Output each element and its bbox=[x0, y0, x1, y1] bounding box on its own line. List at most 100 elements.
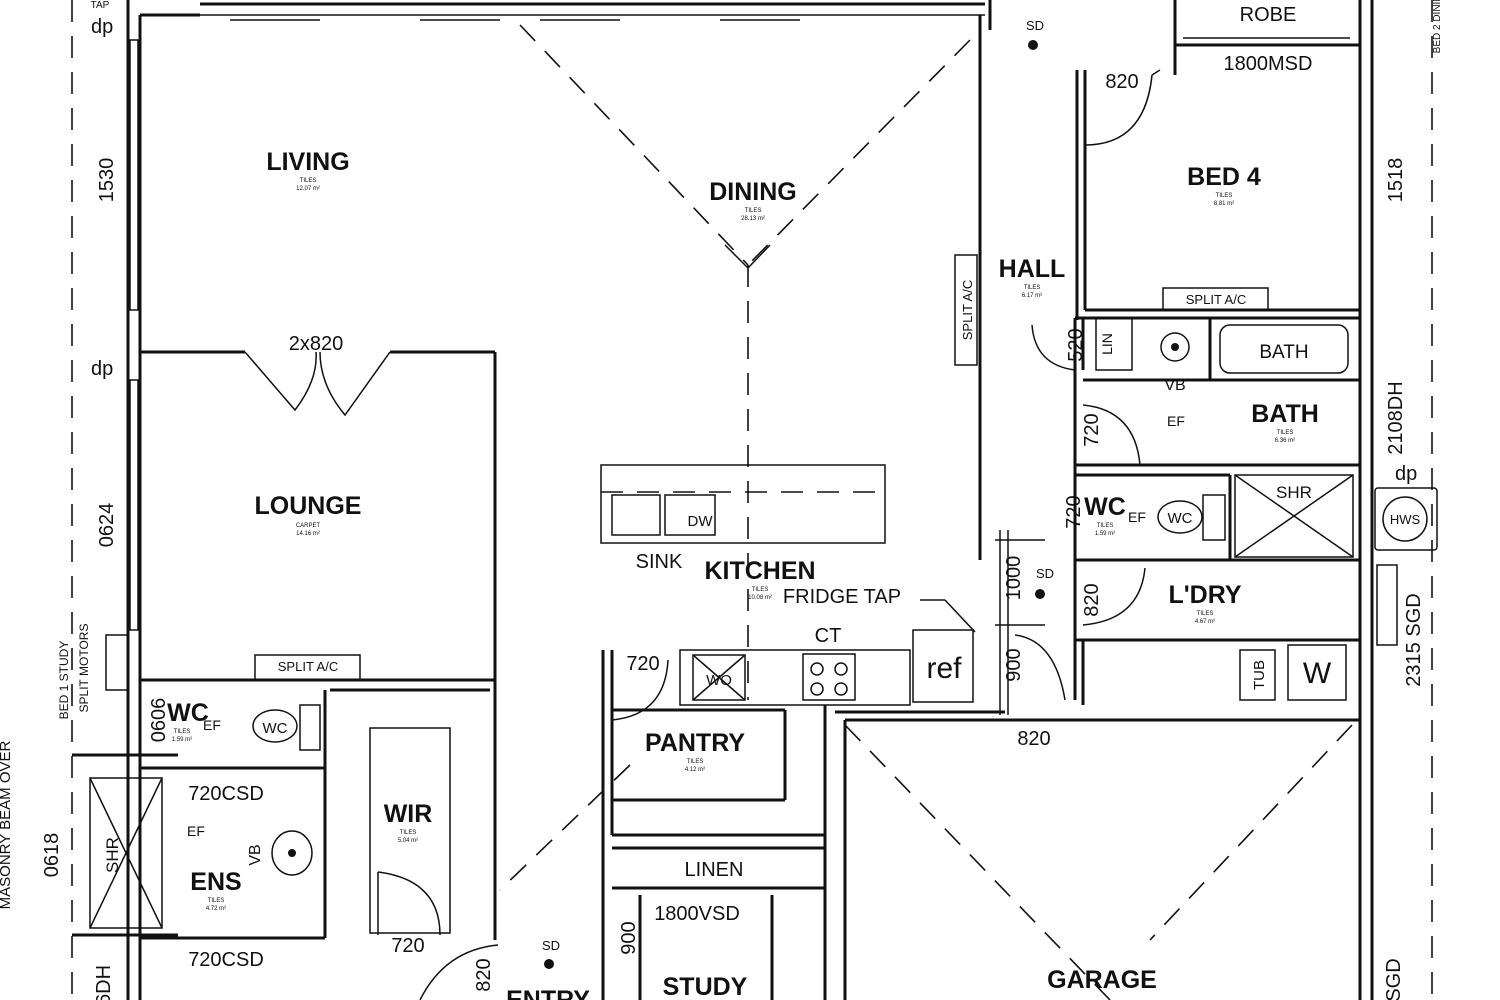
smoke-detector-entry bbox=[544, 959, 554, 969]
ensuite-basin bbox=[271, 830, 313, 876]
dim-pantry-door: 720 bbox=[626, 653, 659, 675]
label-refrigerator: ref bbox=[926, 652, 962, 685]
dim-wir-door: 720 bbox=[391, 935, 424, 957]
label-vanity-ensuite: VB bbox=[247, 844, 264, 865]
dim-garage-internal-door: 820 bbox=[1017, 728, 1050, 750]
area-hall: 6.17 m² bbox=[1022, 293, 1042, 299]
outer-walls bbox=[105, 0, 1374, 1000]
cooktop bbox=[802, 653, 856, 701]
note-smoke-hall: SD bbox=[1026, 18, 1044, 33]
refrigerator bbox=[912, 629, 974, 703]
split-ac-hall-unit bbox=[954, 254, 978, 366]
dim-lounge-doors: 2x820 bbox=[289, 333, 344, 355]
dim-bed4-door: 820 bbox=[1105, 71, 1138, 93]
label-bathtub: BATH bbox=[1259, 342, 1308, 363]
finish-laundry: TILES bbox=[1197, 611, 1214, 617]
laundry-tub bbox=[1239, 649, 1276, 701]
area-ensuite: 4.72 m² bbox=[206, 906, 226, 912]
label-sink: SINK bbox=[636, 551, 683, 573]
room-entry: ENTRY bbox=[506, 986, 590, 1000]
label-linen-cupboard: LIN bbox=[1099, 333, 1115, 355]
area-living: 12.07 m² bbox=[296, 186, 320, 192]
finish-lounge: CARPET bbox=[296, 523, 321, 529]
finish-wir: TILES bbox=[400, 830, 417, 836]
note-split-motors: SPLIT MOTORS bbox=[77, 624, 91, 713]
dim-bath-door: 720 bbox=[1081, 413, 1103, 446]
bath-shower bbox=[1234, 474, 1354, 558]
finish-bed4: TILES bbox=[1216, 193, 1233, 199]
finish-hall: TILES bbox=[1024, 285, 1041, 291]
dim-garage-door: SGD bbox=[1383, 958, 1405, 1000]
ensuite-toilet bbox=[252, 709, 298, 743]
hot-water-system bbox=[1374, 487, 1438, 551]
room-linen: LINEN bbox=[685, 859, 744, 881]
area-bath: 6.36 m² bbox=[1275, 438, 1295, 444]
area-pantry: 4.12 m² bbox=[685, 767, 705, 773]
label-dishwasher: DW bbox=[688, 513, 714, 530]
bathtub bbox=[1219, 324, 1349, 374]
bath-basin bbox=[1160, 332, 1190, 362]
finish-kitchen: TILES bbox=[752, 587, 769, 593]
wet-area-walls bbox=[995, 0, 1438, 715]
note-dp-lounge: dp bbox=[91, 358, 113, 380]
pantry-walls bbox=[419, 650, 827, 1000]
dim-ensuite-wc-door: 720CSD bbox=[188, 783, 264, 805]
room-pantry: PANTRY bbox=[645, 729, 745, 757]
dim-entry-door: 820 bbox=[473, 958, 495, 991]
label-shower-bath: SHR bbox=[1276, 483, 1312, 502]
dim-laundry-internal-door: 820 bbox=[1081, 583, 1103, 616]
note-dp-right: dp bbox=[1395, 463, 1417, 485]
sliding-door-laundry bbox=[1376, 564, 1398, 646]
dim-laundry-door: 2315 SGD bbox=[1403, 593, 1425, 686]
wc-toilet bbox=[1157, 500, 1203, 534]
dim-ensuite-wc-window: 0606 bbox=[148, 698, 170, 743]
dim-linen-door: 520 bbox=[1065, 328, 1087, 361]
finish-wc-ensuite: TILES bbox=[174, 729, 191, 735]
label-vanity-bath: VB bbox=[1164, 377, 1185, 394]
label-split-hall: SPLIT A/C bbox=[960, 280, 975, 340]
smoke-detector-hall bbox=[1028, 40, 1038, 50]
dim-study-door: 900 bbox=[618, 921, 640, 954]
room-laundry: L'DRY bbox=[1168, 581, 1241, 609]
kitchen-fixtures bbox=[600, 464, 976, 706]
label-exhaust-bath: EF bbox=[1167, 413, 1185, 429]
label-washer: W bbox=[1303, 657, 1332, 690]
label-cooktop: CT bbox=[815, 625, 842, 647]
room-study: STUDY bbox=[663, 973, 748, 1000]
room-living: LIVING bbox=[266, 148, 349, 176]
dim-hall-1000: 1000 bbox=[1003, 556, 1025, 601]
split-ac-bed4-unit bbox=[1162, 287, 1269, 311]
wall-oven bbox=[692, 654, 746, 701]
finish-wc-main: TILES bbox=[1097, 523, 1114, 529]
finish-dining: TILES bbox=[745, 208, 762, 214]
ensuite-shower bbox=[89, 777, 163, 929]
area-wc-main: 1.59 m² bbox=[1095, 531, 1115, 537]
room-dining: DINING bbox=[709, 178, 797, 206]
dim-lounge-window: 0624 bbox=[96, 503, 118, 548]
washing-machine bbox=[1287, 644, 1347, 701]
smoke-detector-lower-hall bbox=[1035, 589, 1045, 599]
kitchen-island bbox=[600, 464, 886, 544]
room-lounge: LOUNGE bbox=[255, 492, 362, 520]
room-wc-main: WC bbox=[1084, 493, 1126, 521]
area-wir: 5.04 m² bbox=[398, 838, 418, 844]
dim-wc-door: 720 bbox=[1063, 495, 1085, 528]
label-laundry-tub: TUB bbox=[1251, 660, 1268, 690]
dim-living-window: 1530 bbox=[96, 158, 118, 203]
dim-linen-doors: 1800VSD bbox=[654, 903, 740, 925]
room-garage: GARAGE bbox=[1047, 966, 1157, 994]
area-kitchen: 10.08 m² bbox=[748, 595, 772, 601]
note-smoke-entry: SD bbox=[542, 938, 560, 953]
label-exhaust-ensuite-wc: EF bbox=[203, 717, 221, 733]
label-exhaust-ensuite: EF bbox=[187, 823, 205, 839]
finish-bath: TILES bbox=[1277, 430, 1294, 436]
dim-ensuite-dh: 6DH bbox=[93, 965, 115, 1000]
area-dining: 28.13 m² bbox=[741, 216, 765, 222]
finish-living: TILES bbox=[300, 178, 317, 184]
room-hall: HALL bbox=[999, 255, 1066, 283]
finish-ensuite: TILES bbox=[208, 898, 225, 904]
note-smoke-garage-hall: SD bbox=[1036, 566, 1054, 581]
label-split-bed4: SPLIT A/C bbox=[1186, 292, 1246, 307]
dim-hall-900: 900 bbox=[1003, 648, 1025, 681]
